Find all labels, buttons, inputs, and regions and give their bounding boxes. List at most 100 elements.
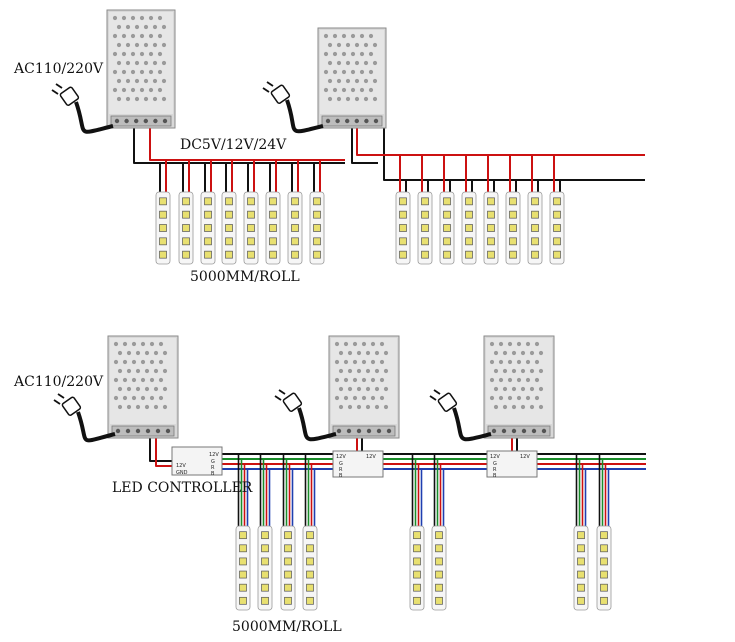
vent-hole — [502, 404, 508, 410]
vent-hole — [383, 386, 389, 392]
power-supply — [483, 335, 555, 439]
vent-hole — [122, 395, 128, 401]
led-chip — [421, 250, 429, 259]
vent-hole — [323, 87, 329, 93]
terminal-screw — [335, 118, 340, 124]
power-supply — [106, 9, 176, 129]
led-chip — [269, 224, 277, 232]
led-strip — [483, 191, 499, 265]
led-chip — [247, 197, 255, 206]
led-chip — [531, 237, 539, 246]
led-chip — [487, 224, 495, 232]
led-strip — [302, 525, 318, 611]
vent-hole — [374, 404, 380, 410]
led-chip — [435, 544, 443, 553]
led-chip — [182, 210, 190, 219]
led-chip — [413, 583, 421, 592]
led-chip — [600, 570, 608, 579]
controller-gnd: GND — [176, 470, 188, 476]
led-chip — [247, 224, 255, 232]
rgb-amplifier-1: 12V 12V G R B — [332, 450, 384, 479]
vent-hole — [493, 404, 499, 410]
led-chip — [509, 224, 517, 232]
plug-pin — [55, 83, 63, 89]
led-chip — [291, 250, 299, 259]
terminal-screw — [541, 428, 547, 434]
vent-hole — [161, 78, 167, 84]
vent-hole — [370, 395, 376, 401]
led-chip — [487, 197, 495, 206]
vent-hole — [489, 377, 495, 383]
vent-hole — [121, 51, 127, 57]
led-chip — [313, 250, 321, 259]
vent-hole — [341, 51, 347, 57]
led-chip — [577, 570, 585, 579]
vent-hole — [121, 69, 127, 75]
led-chip — [399, 237, 407, 246]
vent-hole — [529, 350, 535, 356]
vent-hole — [149, 377, 155, 383]
vent-hole — [332, 33, 338, 39]
led-chip — [553, 224, 561, 232]
plug-pin — [274, 395, 282, 401]
led-strip — [596, 525, 612, 611]
vent-hole — [350, 69, 356, 75]
vent-hole — [121, 87, 127, 93]
led-chip — [399, 250, 407, 259]
led-chip — [435, 583, 443, 592]
vent-hole — [511, 350, 517, 356]
vent-hole — [511, 368, 517, 374]
vent-hole — [363, 96, 369, 102]
vent-hole — [126, 368, 132, 374]
strip-length-label-top: 5000MM/ROLL — [190, 269, 300, 285]
vent-hole — [359, 87, 365, 93]
led-chip — [225, 210, 233, 219]
amplifier-1-r: R — [339, 467, 343, 473]
vent-hole — [158, 341, 164, 347]
vent-hole — [336, 60, 342, 66]
led-chip — [509, 237, 517, 246]
led-chip — [443, 224, 451, 232]
vent-hole — [327, 96, 333, 102]
terminal-screw — [165, 428, 171, 434]
led-chip — [509, 197, 517, 206]
vent-hole — [143, 42, 149, 48]
ac-cord — [452, 407, 492, 442]
vent-hole — [148, 87, 154, 93]
vent-hole — [525, 395, 531, 401]
led-chip — [225, 224, 233, 232]
vent-hole — [352, 359, 358, 365]
vent-hole — [534, 377, 540, 383]
vent-hole — [374, 386, 380, 392]
led-chip — [509, 210, 517, 219]
wire — [356, 128, 645, 156]
vent-hole — [338, 350, 344, 356]
vent-hole — [140, 341, 146, 347]
vent-hole — [347, 350, 353, 356]
vent-hole — [117, 386, 123, 392]
led-chip — [577, 596, 585, 605]
vent-hole — [158, 359, 164, 365]
vent-hole — [354, 60, 360, 66]
ac-cord — [76, 411, 116, 443]
vent-hole — [125, 96, 131, 102]
led-chip — [204, 237, 212, 246]
led-chip — [531, 250, 539, 259]
led-chip — [600, 557, 608, 566]
vent-hole — [143, 96, 149, 102]
vent-hole — [363, 42, 369, 48]
vent-hole — [529, 386, 535, 392]
wire — [351, 128, 378, 164]
vent-hole — [493, 350, 499, 356]
terminal-screw — [345, 118, 350, 124]
led-strip — [221, 191, 237, 265]
vent-hole — [143, 24, 149, 30]
vent-hole — [149, 341, 155, 347]
vent-hole — [162, 350, 168, 356]
vent-hole — [534, 395, 540, 401]
plug-body — [282, 392, 303, 412]
led-chip — [600, 544, 608, 553]
vent-hole — [117, 404, 123, 410]
led-strip — [200, 191, 216, 265]
